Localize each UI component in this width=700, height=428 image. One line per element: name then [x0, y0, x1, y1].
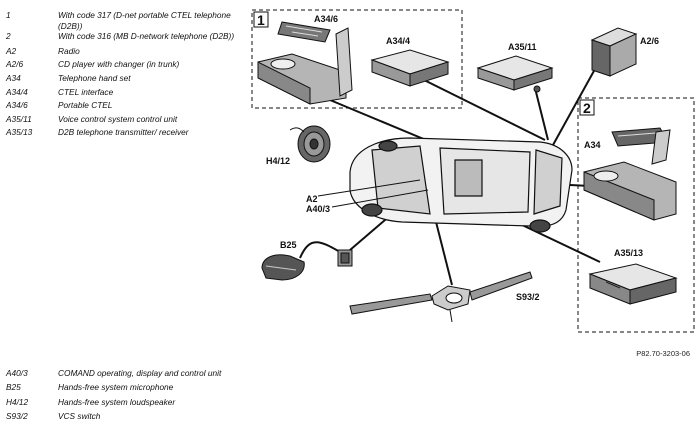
legend-row: A34/4 CTEL interface	[6, 87, 246, 98]
group-2-marker	[579, 99, 595, 116]
legend-desc: With code 316 (MB D-network telephone (D…	[58, 31, 235, 42]
legend-desc: Portable CTEL	[58, 100, 113, 111]
legend-row: H4/12 Hands-free system loudspeaker	[6, 395, 306, 409]
telephone-handset-icon	[611, 127, 671, 165]
leader-a2	[317, 179, 421, 197]
legend-code: A2/6	[6, 59, 24, 70]
legend-desc: Voice control system control unit	[58, 113, 178, 124]
legend-row: A35/13 D2B telephone transmitter/ receive…	[6, 127, 246, 138]
legend-desc: COMAND operating, display and control un…	[58, 368, 222, 378]
legend-row: A40/3 COMAND operating, display and contr…	[6, 366, 306, 380]
group-1-frame	[251, 9, 463, 109]
label-b25: B25	[280, 240, 297, 250]
legend-desc: VCS switch	[58, 410, 101, 421]
ctel-interface-icon	[370, 49, 450, 87]
legend-row: A2/6 CD player with changer (in trunk)	[6, 59, 246, 70]
legend-desc: CTEL interface	[58, 86, 114, 97]
leader-line	[552, 59, 601, 146]
group-1-number: 1	[257, 12, 265, 28]
legend-desc: Telephone hand set	[58, 72, 131, 83]
legend-code: A34/6	[6, 100, 28, 111]
legend-desc: Hands-free system microphone	[58, 382, 174, 393]
console-cradle-icon	[257, 27, 353, 105]
legend-row: A35/11 Voice control system control unit	[6, 114, 246, 125]
label-a2-6: A2/6	[640, 36, 659, 46]
legend-code: 1	[6, 10, 11, 20]
legend-code: A40/3	[6, 368, 28, 378]
legend-code: A35/13	[6, 127, 33, 138]
legend-desc: Radio	[58, 45, 80, 56]
label-h4-12: H4/12	[266, 156, 290, 166]
legend-code: 2	[6, 31, 11, 42]
leader-line	[534, 87, 549, 141]
label-leaders	[317, 179, 429, 208]
group-2-number: 2	[583, 100, 591, 116]
label-a34-6: A34/6	[314, 14, 338, 24]
legend-desc: Hands-free system loudspeaker	[58, 396, 176, 407]
legend-desc: D2B telephone transmitter/ receiver	[58, 127, 189, 138]
legend-desc: CD player with changer (in trunk)	[58, 59, 180, 70]
legend-row: A34 Telephone hand set	[6, 73, 246, 84]
voice-control-unit-icon	[476, 55, 554, 93]
group-1-marker	[253, 11, 269, 28]
label-a35-13: A35/13	[614, 248, 643, 258]
label-a34-4: A34/4	[386, 36, 410, 46]
legend-row: 2 With code 316 (MB D-network telephone (…	[6, 31, 246, 42]
vcs-switch-icon	[349, 271, 533, 323]
legend-row: 1 With code 317 (D-net portable CTEL tele…	[6, 10, 246, 31]
microphone-icon	[261, 249, 353, 281]
transmitter-receiver-icon	[588, 263, 678, 305]
figure-reference: P82.70-3203-06	[636, 349, 690, 358]
vehicle-icon	[349, 137, 573, 233]
legend-code: A2	[6, 45, 17, 56]
leader-a40-3	[331, 189, 429, 208]
legend-code: A35/11	[6, 113, 32, 124]
leader-line	[419, 77, 546, 141]
cd-changer-icon	[590, 27, 638, 77]
legend-top: 1 With code 317 (D-net portable CTEL tele…	[6, 10, 246, 138]
legend-row: B25 Hands-free system microphone	[6, 380, 306, 394]
legend-desc: With code 317 (D-net portable CTEL telep…	[58, 10, 231, 31]
legend-row: A34/6 Portable CTEL	[6, 100, 246, 111]
group-2-frame	[577, 97, 695, 333]
portable-ctel-icon	[277, 21, 331, 43]
legend-row: A2 Radio	[6, 46, 246, 57]
label-a40-3: A40/3	[306, 204, 330, 214]
group-2-console-icon	[583, 161, 677, 221]
legend-code: H4/12	[6, 396, 29, 407]
legend-code: B25	[6, 382, 21, 393]
label-a34: A34	[584, 140, 601, 150]
legend-code: A34	[6, 72, 21, 83]
legend-bottom: A40/3 COMAND operating, display and contr…	[6, 366, 306, 423]
label-a2: A2	[306, 194, 318, 204]
label-s93-2: S93/2	[516, 292, 540, 302]
legend-code: S93/2	[6, 410, 28, 421]
legend-row: S93/2 VCS switch	[6, 409, 306, 423]
legend-code: A34/4	[6, 86, 28, 97]
loudspeaker-icon	[289, 125, 331, 163]
label-a35-11: A35/11	[508, 42, 537, 52]
